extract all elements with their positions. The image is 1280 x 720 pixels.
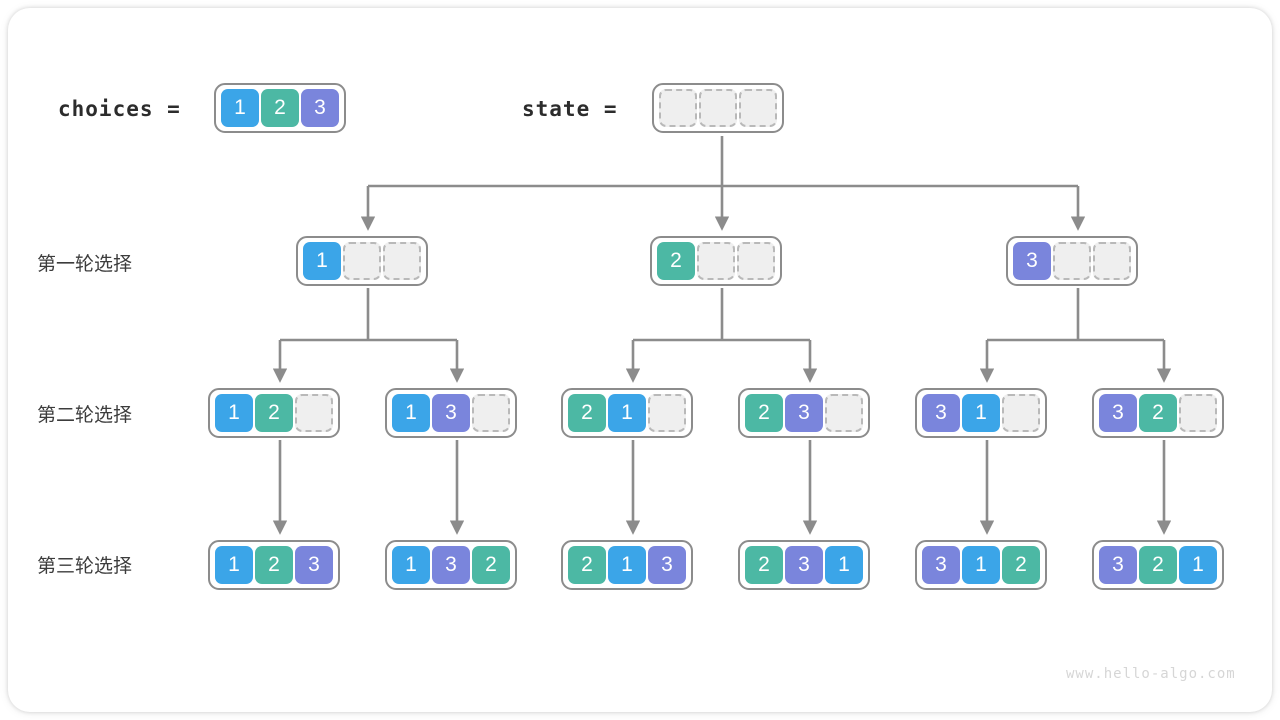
cell: 1 <box>608 546 646 584</box>
node-round3-2: 2 1 3 <box>561 540 693 590</box>
cell: 2 <box>255 546 293 584</box>
cell: 1 <box>1179 546 1217 584</box>
cell <box>1093 242 1131 280</box>
cell: 2 <box>255 394 293 432</box>
node-round2-1: 1 3 <box>385 388 517 438</box>
cell: 2 <box>568 546 606 584</box>
cell: 3 <box>295 546 333 584</box>
cell <box>737 242 775 280</box>
cell: 3 <box>648 546 686 584</box>
cell: 2 <box>1139 394 1177 432</box>
state-cell-2 <box>739 89 777 127</box>
cell: 3 <box>785 394 823 432</box>
node-round1-1: 2 <box>650 236 782 286</box>
node-round1-0: 1 <box>296 236 428 286</box>
cell <box>343 242 381 280</box>
cell: 3 <box>1013 242 1051 280</box>
node-round3-0: 1 2 3 <box>208 540 340 590</box>
cell: 2 <box>1002 546 1040 584</box>
cell: 1 <box>608 394 646 432</box>
node-round2-3: 2 3 <box>738 388 870 438</box>
cell: 3 <box>432 546 470 584</box>
state-cell-1 <box>699 89 737 127</box>
cell: 2 <box>657 242 695 280</box>
cell: 3 <box>922 546 960 584</box>
cell <box>1002 394 1040 432</box>
node-round2-4: 3 1 <box>915 388 1047 438</box>
cell: 3 <box>1099 394 1137 432</box>
node-round2-5: 3 2 <box>1092 388 1224 438</box>
cell: 2 <box>568 394 606 432</box>
choices-cell-1: 2 <box>261 89 299 127</box>
state-array <box>652 83 784 133</box>
cell: 3 <box>1099 546 1137 584</box>
node-round1-2: 3 <box>1006 236 1138 286</box>
watermark: www.hello-algo.com <box>1066 666 1236 682</box>
cell <box>472 394 510 432</box>
state-label: state = <box>522 97 618 121</box>
node-round3-4: 3 1 2 <box>915 540 1047 590</box>
state-cell-0 <box>659 89 697 127</box>
row-label-round2: 第二轮选择 <box>37 405 133 426</box>
cell <box>1053 242 1091 280</box>
cell: 1 <box>392 546 430 584</box>
cell <box>648 394 686 432</box>
cell <box>825 394 863 432</box>
choices-cell-2: 3 <box>301 89 339 127</box>
cell: 1 <box>303 242 341 280</box>
choices-label: choices = <box>58 97 181 121</box>
cell: 1 <box>825 546 863 584</box>
cell: 1 <box>215 394 253 432</box>
cell: 2 <box>745 394 783 432</box>
node-round2-0: 1 2 <box>208 388 340 438</box>
cell <box>697 242 735 280</box>
cell: 1 <box>962 394 1000 432</box>
cell: 2 <box>745 546 783 584</box>
cell: 1 <box>962 546 1000 584</box>
node-round3-1: 1 3 2 <box>385 540 517 590</box>
node-round3-5: 3 2 1 <box>1092 540 1224 590</box>
cell: 2 <box>472 546 510 584</box>
cell: 3 <box>922 394 960 432</box>
choices-array: 1 2 3 <box>214 83 346 133</box>
cell: 3 <box>432 394 470 432</box>
node-round2-2: 2 1 <box>561 388 693 438</box>
row-label-round1: 第一轮选择 <box>37 254 133 275</box>
row-label-round3: 第三轮选择 <box>37 556 133 577</box>
cell <box>1179 394 1217 432</box>
cell: 1 <box>392 394 430 432</box>
cell: 1 <box>215 546 253 584</box>
cell: 3 <box>785 546 823 584</box>
cell <box>383 242 421 280</box>
cell <box>295 394 333 432</box>
node-round3-3: 2 3 1 <box>738 540 870 590</box>
cell: 2 <box>1139 546 1177 584</box>
choices-cell-0: 1 <box>221 89 259 127</box>
